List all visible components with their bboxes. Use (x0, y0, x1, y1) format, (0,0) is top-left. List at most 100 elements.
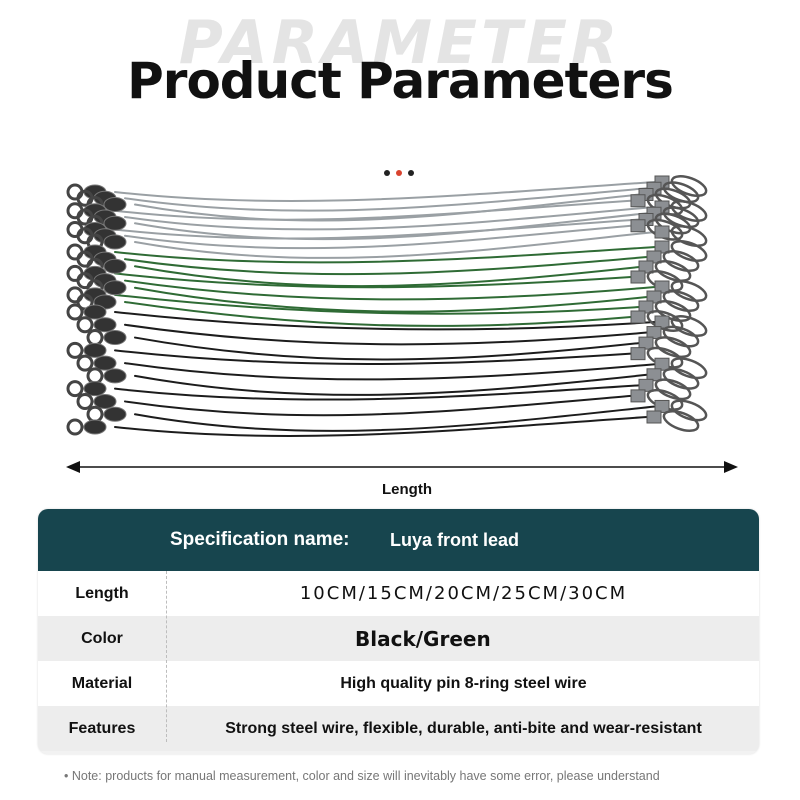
swivel-barrel (83, 304, 107, 320)
spec-name-label: Specification name: (170, 529, 350, 550)
snap-clip (654, 212, 692, 235)
dot (408, 170, 414, 176)
leader-wire (124, 323, 648, 346)
leader-wire (124, 279, 656, 301)
crimp-sleeve (654, 399, 670, 413)
measurement-note: • Note: products for manual measurement,… (64, 769, 660, 783)
snap-clip (670, 357, 708, 380)
snap-clip (662, 367, 700, 390)
snap-clip (670, 175, 708, 197)
leader-wire (114, 293, 640, 315)
snap-clip (662, 250, 700, 272)
swivel-ring (66, 303, 84, 321)
crimp-sleeve (638, 300, 654, 314)
swivel-barrel (103, 234, 127, 250)
crimp-sleeve (654, 280, 670, 294)
leader-wire (124, 187, 648, 212)
leader-wire (114, 199, 632, 221)
row-value: 10CM/15CM/20CM/25CM/30CM (299, 583, 628, 604)
swivel-barrel (83, 342, 107, 358)
spec-row-length: Length 10CM/15CM/20CM/25CM/30CM (38, 571, 759, 616)
spec-name-value: Luya front lead (390, 530, 520, 550)
swivel-barrel (93, 393, 117, 409)
dot (384, 170, 390, 176)
leader-wire (134, 286, 648, 313)
swivel-ring (86, 405, 104, 423)
swivel-barrel (103, 368, 127, 384)
length-label: Length (382, 481, 432, 498)
wire-bundle (114, 181, 656, 437)
crimp-sleeve (646, 410, 662, 424)
snap-clip (670, 315, 708, 337)
decorative-dots (384, 170, 414, 176)
crimp-sleeve (654, 357, 670, 371)
crimp-sleeve (630, 270, 646, 284)
snap-clip (662, 325, 700, 348)
crimp-sleeve (630, 347, 646, 361)
swivel-barrel (93, 355, 117, 371)
crimp-sleeve (630, 310, 646, 324)
leader-wire (114, 349, 632, 365)
row-label: Length (75, 584, 129, 602)
leader-wire (134, 265, 640, 288)
left-swivel-cluster (66, 183, 127, 436)
swivel-barrel (103, 330, 127, 346)
crimp-sleeve (630, 389, 646, 403)
dot-accent (396, 170, 402, 176)
swivel-ring (76, 316, 94, 334)
crimp-sleeve (646, 326, 662, 340)
swivel-barrel (103, 215, 127, 231)
row-value: Strong steel wire, flexible, durable, an… (225, 719, 702, 737)
leader-wire (124, 394, 632, 417)
leader-wire (124, 301, 632, 327)
leader-wire (114, 272, 632, 289)
page-title: Product Parameters (127, 52, 674, 110)
product-photo-leader-wires (66, 175, 708, 437)
crimp-sleeve (638, 378, 654, 392)
crimp-sleeve (646, 290, 662, 304)
leader-wire (124, 256, 648, 276)
snap-clip (670, 225, 708, 247)
crimp-sleeve (654, 240, 670, 254)
leader-wire (134, 231, 656, 259)
right-snap-cluster (630, 175, 708, 432)
swivel-ring (66, 380, 84, 398)
specification-table: Specification name: Luya front lead Leng… (38, 509, 759, 754)
swivel-ring (86, 367, 104, 385)
crimp-sleeve (630, 219, 646, 233)
row-label: Color (81, 629, 123, 647)
row-label: Features (68, 719, 136, 737)
spec-row-color: Color Black/Green (38, 616, 759, 661)
snap-clip (662, 206, 700, 229)
leader-wire (114, 384, 640, 401)
swivel-barrel (103, 280, 127, 296)
row-label: Material (71, 674, 133, 692)
crimp-sleeve (646, 250, 662, 264)
swivel-ring (86, 329, 104, 347)
swivel-barrel (103, 197, 127, 212)
swivel-barrel (103, 406, 127, 422)
swivel-ring (66, 418, 84, 436)
snap-clip (670, 280, 708, 302)
leader-wire (134, 193, 640, 222)
spec-row-material: Material High quality pin 8-ring steel w… (38, 661, 759, 706)
leader-wire (114, 311, 656, 331)
crimp-sleeve (630, 194, 646, 208)
crimp-sleeve (646, 368, 662, 382)
swivel-barrel (83, 419, 107, 435)
swivel-barrel (103, 258, 127, 274)
leader-wire (134, 405, 656, 432)
spec-row-features: Features Strong steel wire, flexible, du… (38, 706, 759, 751)
swivel-barrel (83, 381, 107, 397)
leader-wire (114, 218, 640, 240)
snap-clip (662, 181, 700, 204)
leader-wire (114, 246, 656, 264)
swivel-barrel (93, 317, 117, 333)
snap-clip (662, 410, 700, 432)
swivel-ring (76, 392, 94, 410)
leader-wire (134, 373, 648, 396)
length-arrow (66, 461, 738, 473)
snap-clip (670, 200, 708, 222)
snap-clip (654, 260, 692, 282)
row-value: Black/Green (355, 626, 491, 651)
